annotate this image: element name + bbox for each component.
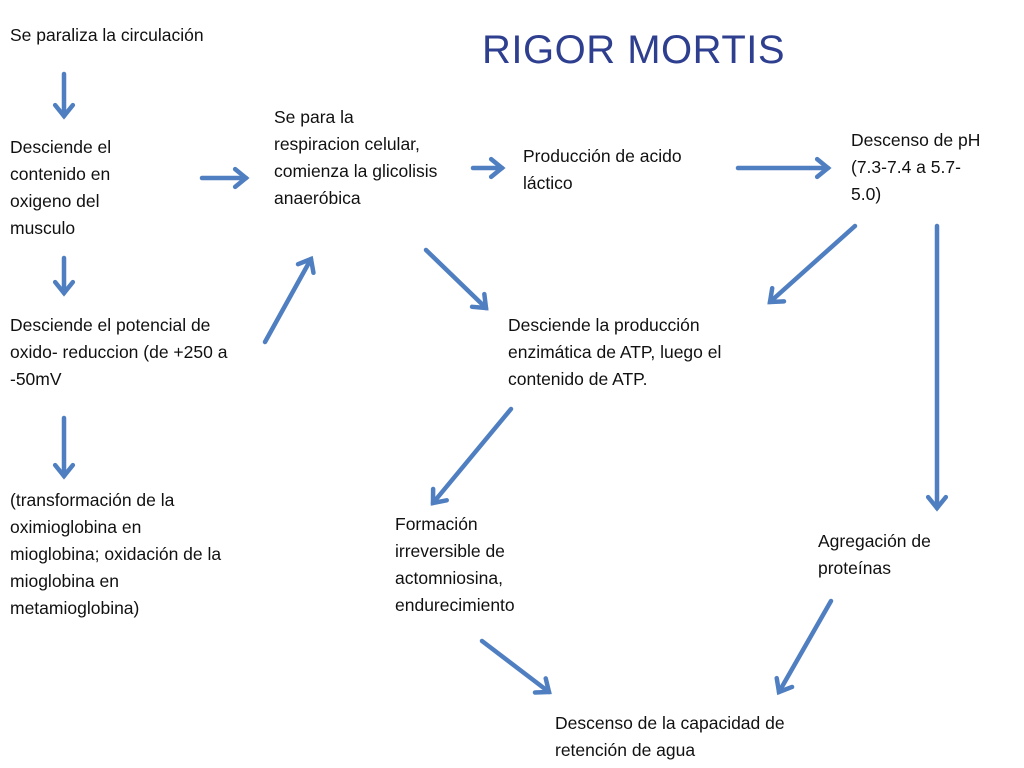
arrow-respiracion-to-acido (470, 156, 506, 180)
node-potencial: Desciende el potencial de oxido- reducci… (10, 315, 228, 389)
node-respiracion: Se para la respiracion celular, comienza… (274, 107, 438, 208)
node-atp: Desciende la producción enzimática de AT… (508, 315, 722, 389)
arrow-proteinas-to-agua (774, 598, 834, 696)
node-proteinas: Agregación de proteínas (818, 531, 931, 578)
arrow-actomiosina-to-agua (479, 638, 552, 695)
arrow-atp-to-actomiosina (430, 406, 514, 506)
arrow-ph-to-proteinas (925, 223, 949, 512)
node-oxigeno: Desciende el contenido en oxigeno del mu… (10, 137, 112, 238)
node-circulacion: Se paraliza la circulación (10, 25, 204, 45)
arrow-ph-to-atp (767, 223, 858, 305)
arrow-oxigeno-to-potencial (52, 255, 76, 297)
node-transformacion: (transformación de la oximioglobina en m… (10, 490, 222, 618)
node-actomiosina: Formación irreversible de actomniosina, … (395, 514, 515, 615)
node-ph: Descenso de pH (7.3-7.4 a 5.7-5.0) (851, 130, 981, 204)
arrow-potencial-to-transformacion (52, 415, 76, 480)
arrow-acido-to-ph (735, 156, 832, 180)
arrow-oxigeno-to-respiracion (199, 166, 250, 190)
node-acido: Producción de acido láctico (523, 146, 682, 193)
node-agua: Descenso de la capacidad de retención de… (555, 713, 785, 760)
arrow-respiracion-to-atp (423, 247, 489, 311)
arrow-potencial-to-respiracion (262, 255, 316, 345)
diagram-title: RIGOR MORTIS (482, 28, 786, 72)
arrow-circulacion-to-oxigeno (52, 71, 76, 120)
